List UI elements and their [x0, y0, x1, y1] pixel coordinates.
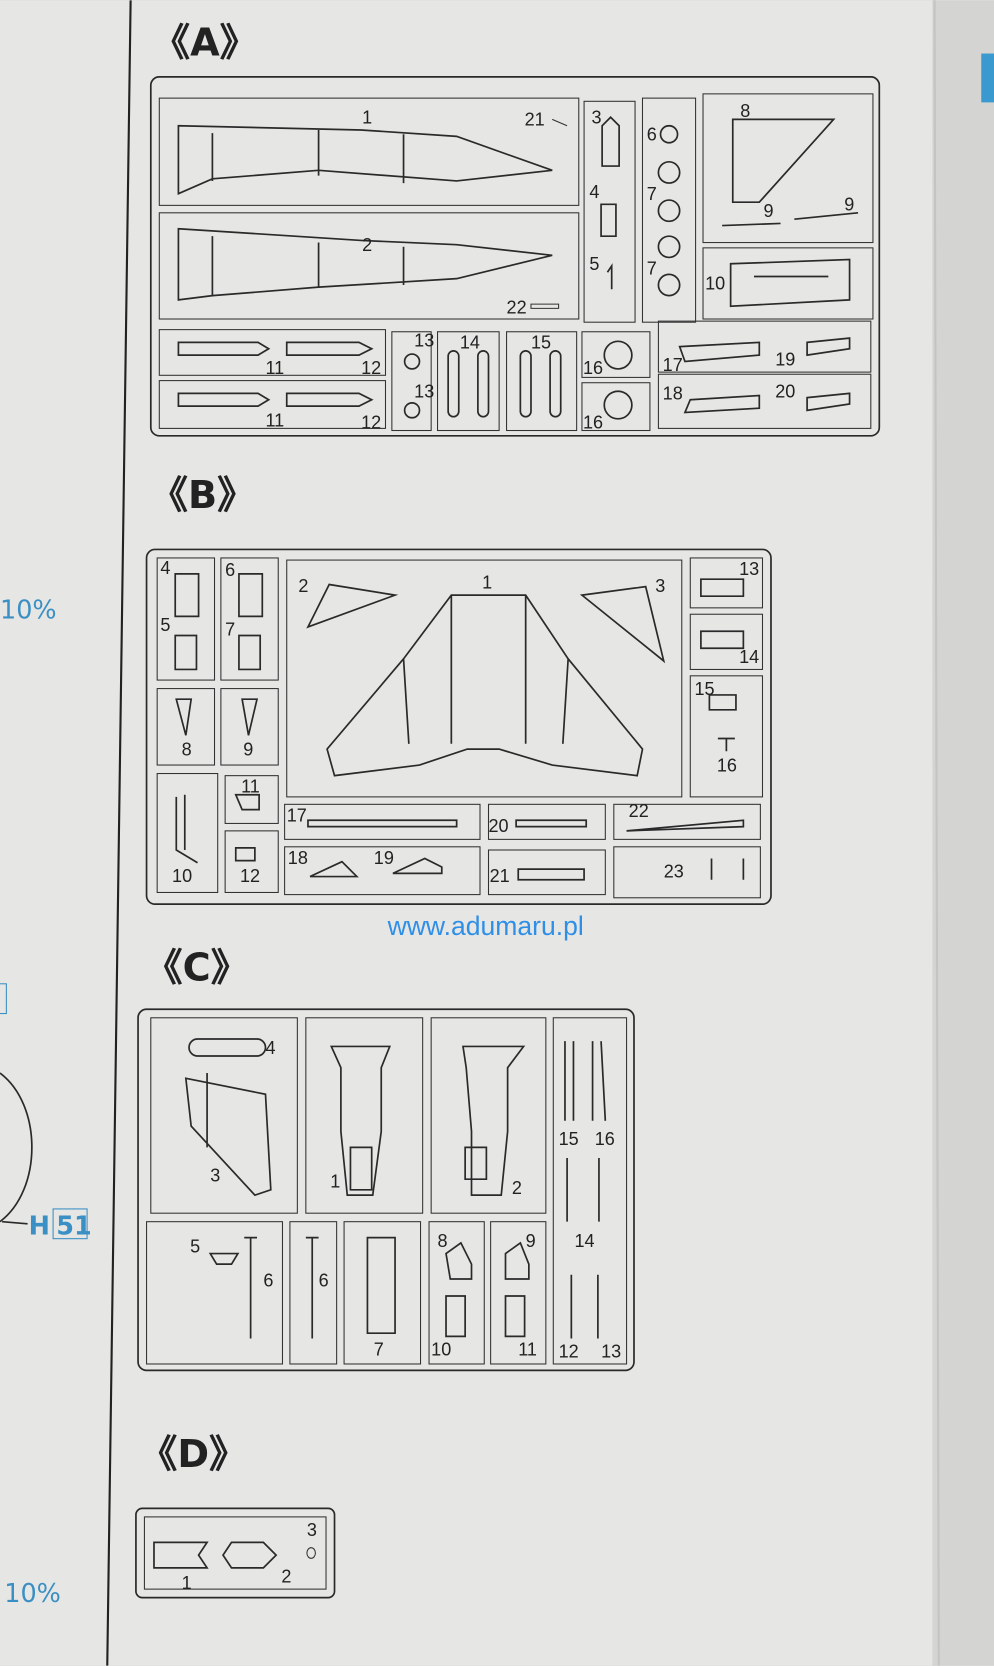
part-number-label: 17: [663, 355, 683, 375]
edge-color-mark: [981, 53, 994, 103]
sprue-a-title: 《A》: [152, 22, 258, 66]
part-number-label: 22: [507, 298, 527, 318]
percent-label-bottom: 10%: [4, 1579, 61, 1609]
part-number-label: 19: [374, 848, 394, 868]
part-number-label: 16: [717, 755, 737, 775]
margin-divider: [106, 0, 132, 1666]
callout-number: 51: [56, 1211, 91, 1241]
part-number-label: 9: [243, 739, 253, 759]
part-number-label: 1: [362, 108, 372, 128]
detail-circle: [0, 1072, 33, 1223]
part-number-label: 19: [775, 350, 795, 370]
part-number-label: 18: [288, 848, 308, 868]
part-number-label: 6: [225, 560, 235, 580]
part-number-label: 1: [482, 573, 492, 593]
part-number-label: 5: [190, 1236, 200, 1256]
part-number-label: 3: [592, 108, 602, 128]
part-number-label: 4: [160, 558, 170, 578]
part-number-label: 11: [265, 358, 284, 378]
part-number-label: 16: [595, 1129, 615, 1149]
part-number-label: 2: [281, 1567, 291, 1587]
part-number-label: 14: [575, 1231, 595, 1251]
part-number-label: 4: [265, 1038, 275, 1058]
callout-box: [0, 983, 7, 1015]
part-number-label: 7: [374, 1339, 384, 1359]
part-number-label: 11: [265, 410, 284, 430]
sprue-b-title: 《B》: [150, 474, 256, 518]
part-number-label: 18: [663, 384, 683, 404]
part-number-label: 2: [512, 1178, 522, 1198]
part-number-label: 10: [431, 1339, 451, 1359]
part-number-label: 21: [490, 866, 510, 886]
part-number-label: 6: [263, 1270, 273, 1290]
part-number-label: 5: [160, 615, 170, 635]
part-number-label: 12: [361, 358, 381, 378]
part-number-label: 15: [559, 1129, 579, 1149]
part-number-label: 12: [240, 866, 260, 886]
part-number-label: 22: [629, 801, 649, 821]
part-number-label: 2: [362, 235, 372, 255]
sprue-d-title: 《D》: [139, 1433, 247, 1477]
part-number-label: 11: [518, 1339, 537, 1359]
part-number-label: 7: [647, 258, 657, 278]
part-number-label: 13: [414, 331, 434, 351]
part-number-label: 16: [583, 358, 603, 378]
callout-letter: H: [29, 1211, 50, 1241]
part-number-label: 7: [225, 619, 235, 639]
part-number-label: 17: [287, 805, 307, 825]
part-number-label: 6: [319, 1270, 329, 1290]
part-number-label: 10: [172, 866, 192, 886]
part-number-label: 11: [241, 777, 260, 797]
part-number-label: 9: [526, 1231, 536, 1251]
sprue-d: 《D》 3 1 2: [135, 1433, 336, 1599]
part-number-label: 2: [298, 576, 308, 596]
part-number-label: 8: [438, 1231, 448, 1251]
part-number-label: 8: [740, 101, 750, 121]
percent-label-top: 10%: [0, 595, 57, 625]
part-number-label: 12: [361, 412, 381, 432]
part-number-label: 4: [589, 182, 599, 202]
part-number-label: 14: [739, 647, 759, 667]
part-number-label: 13: [601, 1342, 621, 1362]
part-number-label: 15: [695, 679, 715, 699]
part-number-label: 1: [182, 1573, 192, 1593]
part-number-label: 8: [182, 739, 192, 759]
watermark: www.adumaru.pl: [387, 911, 584, 941]
part-number-label: 3: [210, 1165, 220, 1185]
part-number-label: 23: [664, 862, 684, 882]
part-number-label: 9: [764, 201, 774, 221]
part-number-label: 20: [489, 816, 509, 836]
part-number-label: 7: [647, 184, 657, 204]
part-number-label: 3: [655, 576, 665, 596]
part-number-label: 3: [307, 1520, 317, 1540]
part-number-label: 13: [414, 382, 434, 402]
part-number-label: 10: [705, 273, 725, 293]
part-number-label: 14: [460, 333, 480, 353]
part-number-label: 21: [525, 110, 545, 130]
part-number-label: 5: [589, 254, 599, 274]
part-number-label: 13: [739, 559, 759, 579]
sprue-c-title: 《C》: [144, 947, 248, 991]
paint-callout-h51: H 51: [29, 1208, 92, 1241]
part-number-label: 9: [844, 195, 854, 215]
part-number-label: 15: [531, 333, 551, 353]
part-number-label: 12: [559, 1342, 579, 1362]
part-number-label: 20: [775, 382, 795, 402]
part-number-label: 6: [647, 125, 657, 145]
part-number-label: 16: [583, 412, 603, 432]
part-number-label: 1: [330, 1172, 340, 1192]
